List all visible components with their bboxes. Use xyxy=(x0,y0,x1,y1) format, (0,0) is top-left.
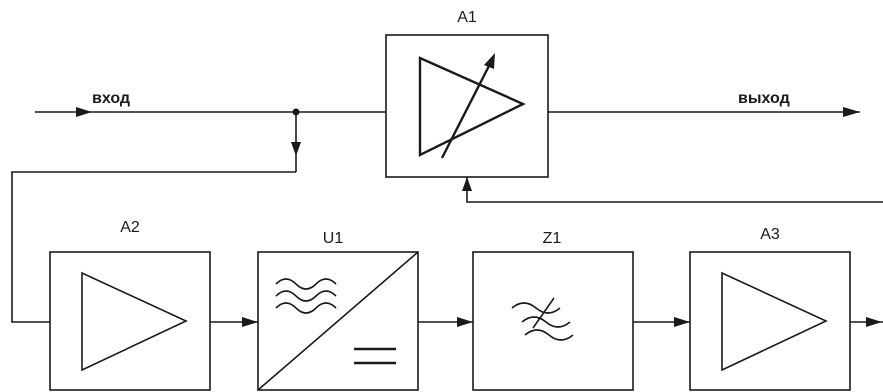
input-arrow xyxy=(76,107,92,117)
variable-amplifier-icon xyxy=(418,53,526,159)
feedback-line xyxy=(466,177,883,203)
block-z1[interactable] xyxy=(472,251,634,391)
tap-arrow xyxy=(291,142,301,156)
filter-icon xyxy=(511,297,574,341)
amplifier-icon xyxy=(721,271,828,372)
link-z1-a3-arrow xyxy=(674,317,690,327)
feedback-arrow xyxy=(462,177,472,191)
input-label: вход xyxy=(92,90,130,107)
amplifier-icon xyxy=(81,271,188,372)
block-label-u1: U1 xyxy=(323,230,344,247)
output-a3-arrow xyxy=(866,317,882,327)
block-a1[interactable] xyxy=(385,34,549,178)
block-a2[interactable] xyxy=(49,251,211,391)
feed-line xyxy=(11,171,296,323)
ac-dc-converter-icon xyxy=(257,251,419,391)
output-arrow xyxy=(843,107,860,117)
output-label: выход xyxy=(738,90,790,107)
block-label-a1: A1 xyxy=(457,9,477,26)
block-label-a3: A3 xyxy=(760,226,780,243)
block-label-z1: Z1 xyxy=(543,230,562,247)
link-u1-z1-arrow xyxy=(457,317,473,327)
block-a3[interactable] xyxy=(689,251,851,391)
link-a2-u1-arrow xyxy=(242,317,258,327)
block-label-a2: A2 xyxy=(120,219,140,236)
